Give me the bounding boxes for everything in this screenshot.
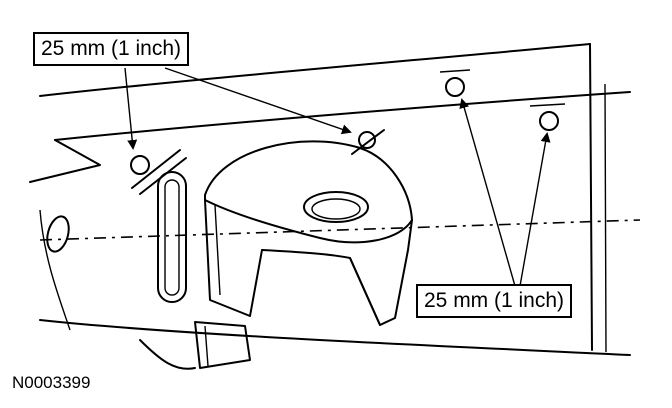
leader-arrows: [124, 67, 551, 287]
reference-marks: [130, 69, 566, 195]
dimension-callout-top: 25 mm (1 inch): [33, 32, 190, 66]
slot: [157, 171, 187, 303]
dimension-callout-bottom: 25 mm (1 inch): [416, 284, 573, 318]
frame-rail: [29, 43, 631, 356]
figure-code: N0003399: [12, 373, 91, 392]
side-hole: [46, 215, 70, 253]
centerline: [39, 219, 641, 241]
mounting-bracket: [204, 140, 413, 326]
lower-clip: [139, 321, 251, 370]
bracket-hole: [303, 191, 369, 223]
